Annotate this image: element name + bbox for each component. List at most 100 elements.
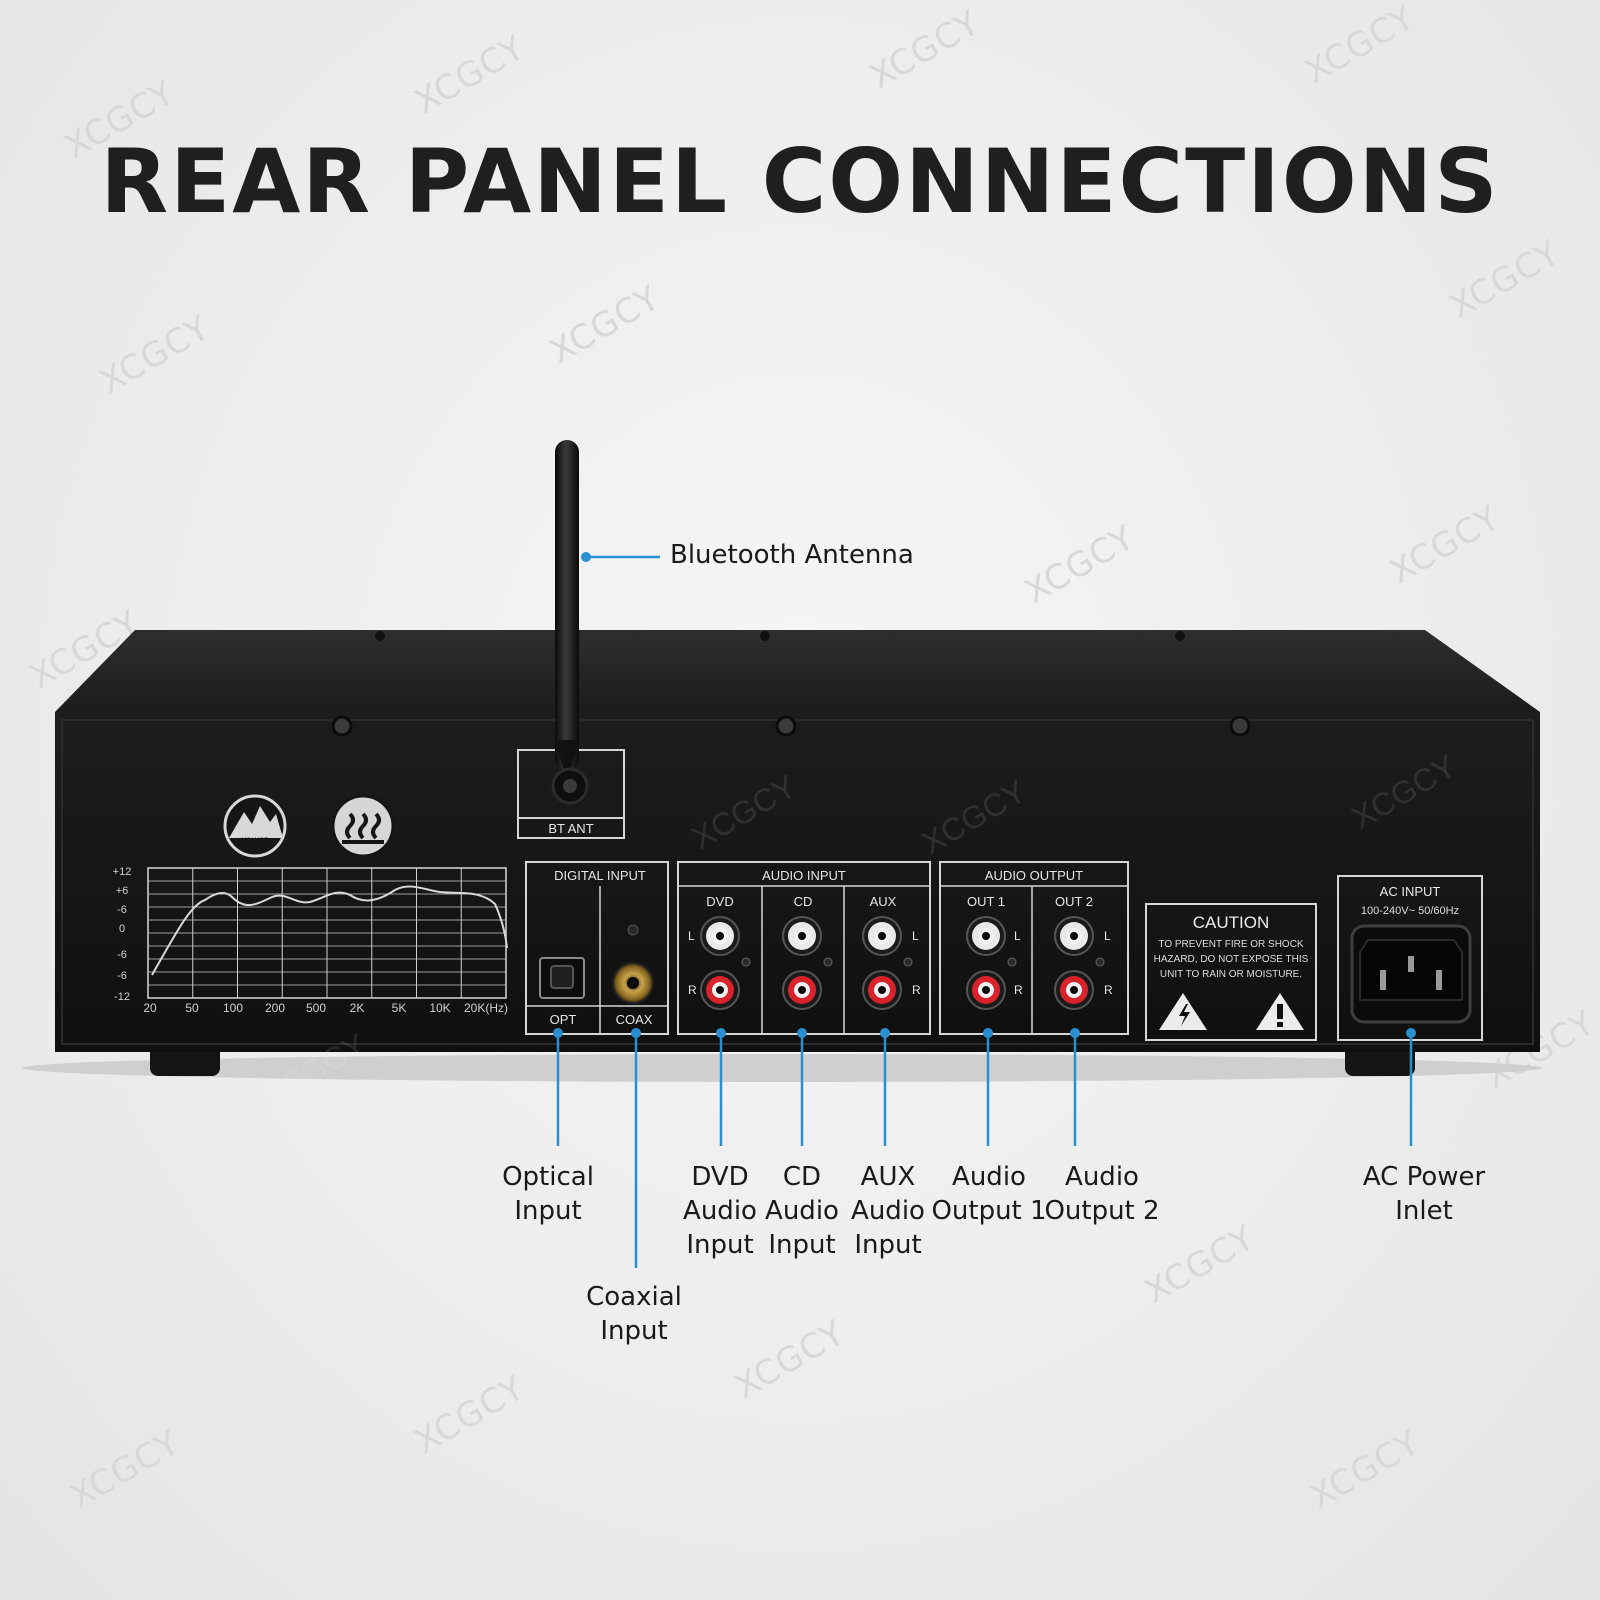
leader-dot xyxy=(1406,1028,1416,1038)
rca-jacks-input xyxy=(700,916,913,1010)
opt-label: OPT xyxy=(550,1012,577,1027)
eq-x-label: 100 xyxy=(223,1001,243,1015)
eq-x-label: 500 xyxy=(306,1001,326,1015)
dvd-label: DVD xyxy=(706,894,733,909)
callout-cd-audio-input: CD Audio Input xyxy=(765,1162,839,1260)
rca-jack-left xyxy=(782,916,822,956)
eq-y-label: -12 xyxy=(114,991,130,1003)
eq-curve xyxy=(151,885,508,976)
rca-jack-left xyxy=(700,916,740,956)
ground-screw xyxy=(1095,957,1105,967)
eq-y-label: -6 xyxy=(117,904,127,916)
eq-x-label: 2K xyxy=(350,1001,365,1015)
eq-graph: +12 +6 -6 0 -6 -6 -12 20 50 100 200 500 … xyxy=(113,866,508,1015)
cd-label: CD xyxy=(794,894,813,909)
r-label: R xyxy=(1104,983,1113,997)
bluetooth-antenna xyxy=(551,440,589,805)
rca-jack-left xyxy=(862,916,902,956)
eq-x-label: 20 xyxy=(143,1001,157,1015)
eq-x-label: 50 xyxy=(185,1001,199,1015)
coax-label: COAX xyxy=(616,1012,653,1027)
eq-y-labels: +12 +6 -6 0 -6 -6 -12 xyxy=(113,866,132,1003)
callout-aux-audio-input: AUX Audio Input xyxy=(851,1162,925,1260)
callout-bluetooth-antenna: Bluetooth Antenna xyxy=(670,540,914,570)
screw xyxy=(1229,715,1251,737)
ac-input-title: AC INPUT xyxy=(1380,884,1441,899)
heat-warning-logo xyxy=(331,794,395,858)
eq-y-label: +12 xyxy=(113,866,132,878)
out1-label: OUT 1 xyxy=(967,894,1005,909)
leader-dot xyxy=(1070,1028,1080,1038)
eq-y-label: 0 xyxy=(119,923,125,935)
digital-input-title: DIGITAL INPUT xyxy=(554,868,646,883)
screw xyxy=(375,631,385,641)
eq-x-label: 200 xyxy=(265,1001,285,1015)
eq-y-label: -6 xyxy=(117,949,127,961)
leader-dot xyxy=(797,1028,807,1038)
leader-dot xyxy=(880,1028,890,1038)
panel-bevel xyxy=(61,719,1534,1045)
rca-jack-left xyxy=(966,916,1006,956)
rca-jack-right xyxy=(1054,970,1094,1010)
ground-screw xyxy=(903,957,913,967)
ac-input-section: AC INPUT 100-240V~ 50/60Hz xyxy=(1337,875,1483,1041)
iec-power-socket xyxy=(1350,924,1472,1024)
warning-exclamation-icon xyxy=(1256,993,1304,1030)
caution-text: UNIT TO RAIN OR MOISTURE. xyxy=(1160,969,1302,980)
eq-x-label: 5K xyxy=(392,1001,407,1015)
optical-port xyxy=(539,957,585,999)
caution-label: CAUTION TO PREVENT FIRE OR SHOCK HAZARD,… xyxy=(1145,903,1317,1041)
ground-screw xyxy=(823,957,833,967)
l-label: L xyxy=(688,929,695,943)
ground-screw xyxy=(741,957,751,967)
l-label: L xyxy=(912,929,919,943)
audio-output-title: AUDIO OUTPUT xyxy=(985,868,1083,883)
r-label: R xyxy=(688,983,697,997)
rca-jack-right xyxy=(782,970,822,1010)
callout-audio-output-2: Audio Output 2 xyxy=(1044,1162,1160,1226)
audio-input-title: AUDIO INPUT xyxy=(762,868,846,883)
digital-input-section: DIGITAL INPUT OPT COAX xyxy=(525,861,669,1035)
coaxial-port xyxy=(612,924,654,1004)
aux-label: AUX xyxy=(870,894,897,909)
callout-optical-input: Optical Input xyxy=(502,1162,594,1226)
rca-jack-right xyxy=(700,970,740,1010)
ground-screw xyxy=(1007,957,1017,967)
bt-ant-label: BT ANT xyxy=(548,821,593,836)
screw xyxy=(760,631,770,641)
l-label: L xyxy=(1014,929,1021,943)
callout-coaxial-input: Coaxial Input xyxy=(586,1282,682,1346)
caution-text: TO PREVENT FIRE OR SHOCK xyxy=(1158,939,1304,950)
eq-y-label: -6 xyxy=(117,970,127,982)
caution-text: HAZARD, DO NOT EXPOSE THIS xyxy=(1154,954,1309,965)
eq-x-label: 10K xyxy=(429,1001,450,1015)
leader-dot xyxy=(983,1028,993,1038)
rca-jack-right xyxy=(862,970,902,1010)
audio-output-section: AUDIO OUTPUT OUT 1 OUT 2 L R L R xyxy=(939,861,1129,1035)
screw xyxy=(775,715,797,737)
eq-x-labels: 20 50 100 200 500 2K 5K 10K 20K(Hz) xyxy=(143,1001,508,1015)
chassis-top xyxy=(55,630,1540,712)
page-title: REAR PANEL CONNECTIONS xyxy=(100,130,1500,233)
screw xyxy=(1175,631,1185,641)
brand-logo-text: MCAMOR xyxy=(241,838,269,844)
eq-y-label: +6 xyxy=(116,885,129,897)
leader-dot xyxy=(581,552,591,562)
callout-lines xyxy=(553,552,1416,1268)
eq-grid xyxy=(147,867,507,999)
r-label: R xyxy=(912,983,921,997)
r-label: R xyxy=(1014,983,1023,997)
eq-x-label: 20K(Hz) xyxy=(464,1001,508,1015)
caution-title: CAUTION xyxy=(1193,913,1270,932)
rca-jack-right xyxy=(966,970,1006,1010)
floor-shadow xyxy=(22,1054,1542,1082)
out2-label: OUT 2 xyxy=(1055,894,1093,909)
audio-input-section: AUDIO INPUT DVD CD AUX L R L R xyxy=(677,861,931,1035)
callout-ac-power-inlet: AC Power Inlet xyxy=(1362,1162,1486,1226)
callout-audio-output-1: Audio Output 1 xyxy=(931,1162,1047,1226)
electric-hazard-icon xyxy=(1159,993,1207,1030)
rca-jacks-output xyxy=(966,916,1105,1010)
callout-dvd-audio-input: DVD Audio Input xyxy=(683,1162,757,1260)
